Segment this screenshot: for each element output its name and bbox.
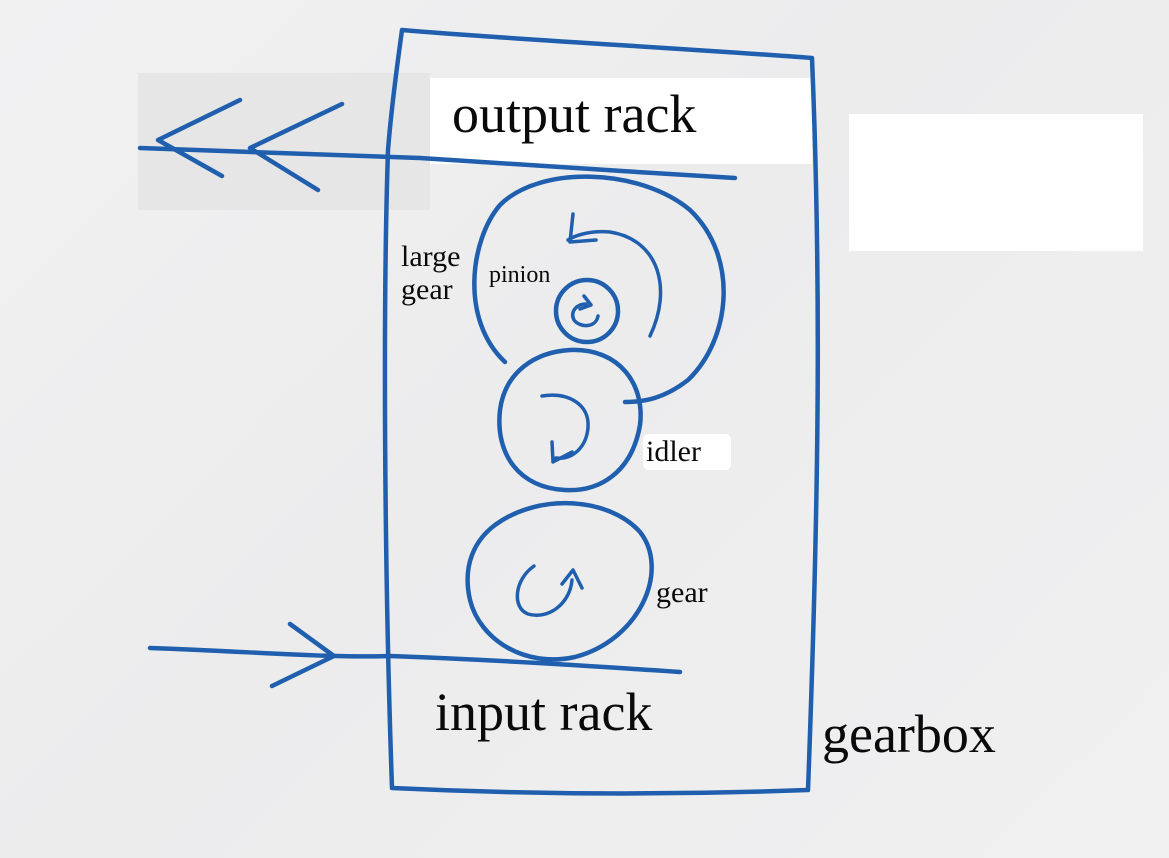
large-gear-label: large gear xyxy=(401,240,461,306)
output-label-background-patch xyxy=(430,78,812,164)
idler-rotation-arrowhead xyxy=(550,440,574,464)
arrow-background-patch xyxy=(138,73,430,210)
gear-rotation-arrow xyxy=(515,564,574,617)
input-rack-label: input rack xyxy=(435,682,653,742)
pinion xyxy=(553,277,621,345)
pinion-rotation-arrowhead xyxy=(578,294,593,311)
output-arrowhead-inner xyxy=(247,101,345,193)
input-rack-line xyxy=(147,645,683,675)
output-rack-label: output rack xyxy=(452,84,697,144)
idler-rotation-arrow xyxy=(540,393,590,460)
pinion-label: pinion xyxy=(489,262,551,288)
gear-label: gear xyxy=(656,576,708,609)
blank-white-patch xyxy=(849,114,1143,251)
gear-rotation-arrowhead xyxy=(560,568,584,590)
pinion-rotation-arrow xyxy=(571,302,600,328)
large-gear-rotation-arrow xyxy=(566,229,663,338)
input-arrowhead xyxy=(269,621,337,689)
gearbox-label: gearbox xyxy=(822,704,996,764)
gearbox-outline xyxy=(382,27,821,796)
output-arrowhead-outer xyxy=(155,97,243,179)
large-gear-rotation-arrowhead xyxy=(568,212,598,244)
idler-label-background-patch xyxy=(643,434,731,470)
idler xyxy=(497,347,643,493)
idler-label: idler xyxy=(646,435,701,468)
large-gear xyxy=(472,174,726,405)
gear xyxy=(465,500,654,662)
output-rack-line xyxy=(137,145,738,181)
